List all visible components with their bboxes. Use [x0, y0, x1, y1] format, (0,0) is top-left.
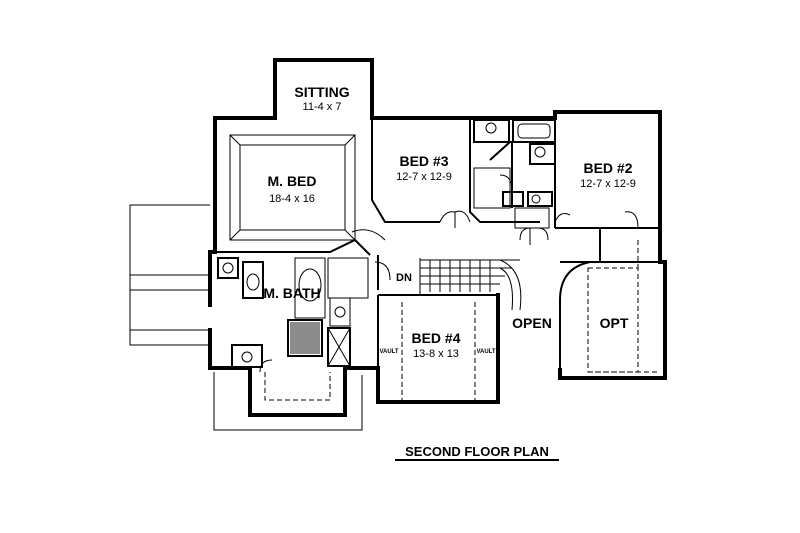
stair-down-label: DN — [396, 272, 412, 284]
plan-title: SECOND FLOOR PLAN — [405, 444, 549, 459]
sitting-label: SITTING — [294, 84, 349, 100]
shared-bath — [473, 119, 556, 229]
master-bed-label: M. BED — [268, 173, 317, 189]
stairs — [419, 258, 522, 311]
vault-right-label: VAULT — [476, 349, 495, 355]
sitting-size: 11-4 x 7 — [303, 101, 342, 113]
bed3-label: BED #3 — [399, 153, 448, 169]
bed3-size: 12-7 x 12-9 — [396, 171, 452, 183]
master-bed-size: 18-4 x 16 — [269, 193, 315, 205]
bed4-size: 13-8 x 13 — [413, 348, 459, 360]
exterior-walls — [208, 58, 667, 417]
master-bath-label: M. BATH — [263, 285, 320, 301]
opt-label: OPT — [600, 315, 629, 331]
roof-outline-left — [129, 204, 210, 346]
tray-ceiling — [229, 134, 356, 241]
vault-left-label: VAULT — [379, 349, 398, 355]
open-label: OPEN — [512, 315, 552, 331]
roof-outline-bottom — [213, 372, 363, 431]
vault-lines — [401, 302, 476, 400]
bed2-label: BED #2 — [583, 160, 632, 176]
master-bath-fixtures — [217, 251, 369, 401]
bed4-label: BED #4 — [411, 330, 460, 346]
opt-lines — [587, 240, 660, 373]
bed2-size: 12-7 x 12-9 — [580, 178, 636, 190]
